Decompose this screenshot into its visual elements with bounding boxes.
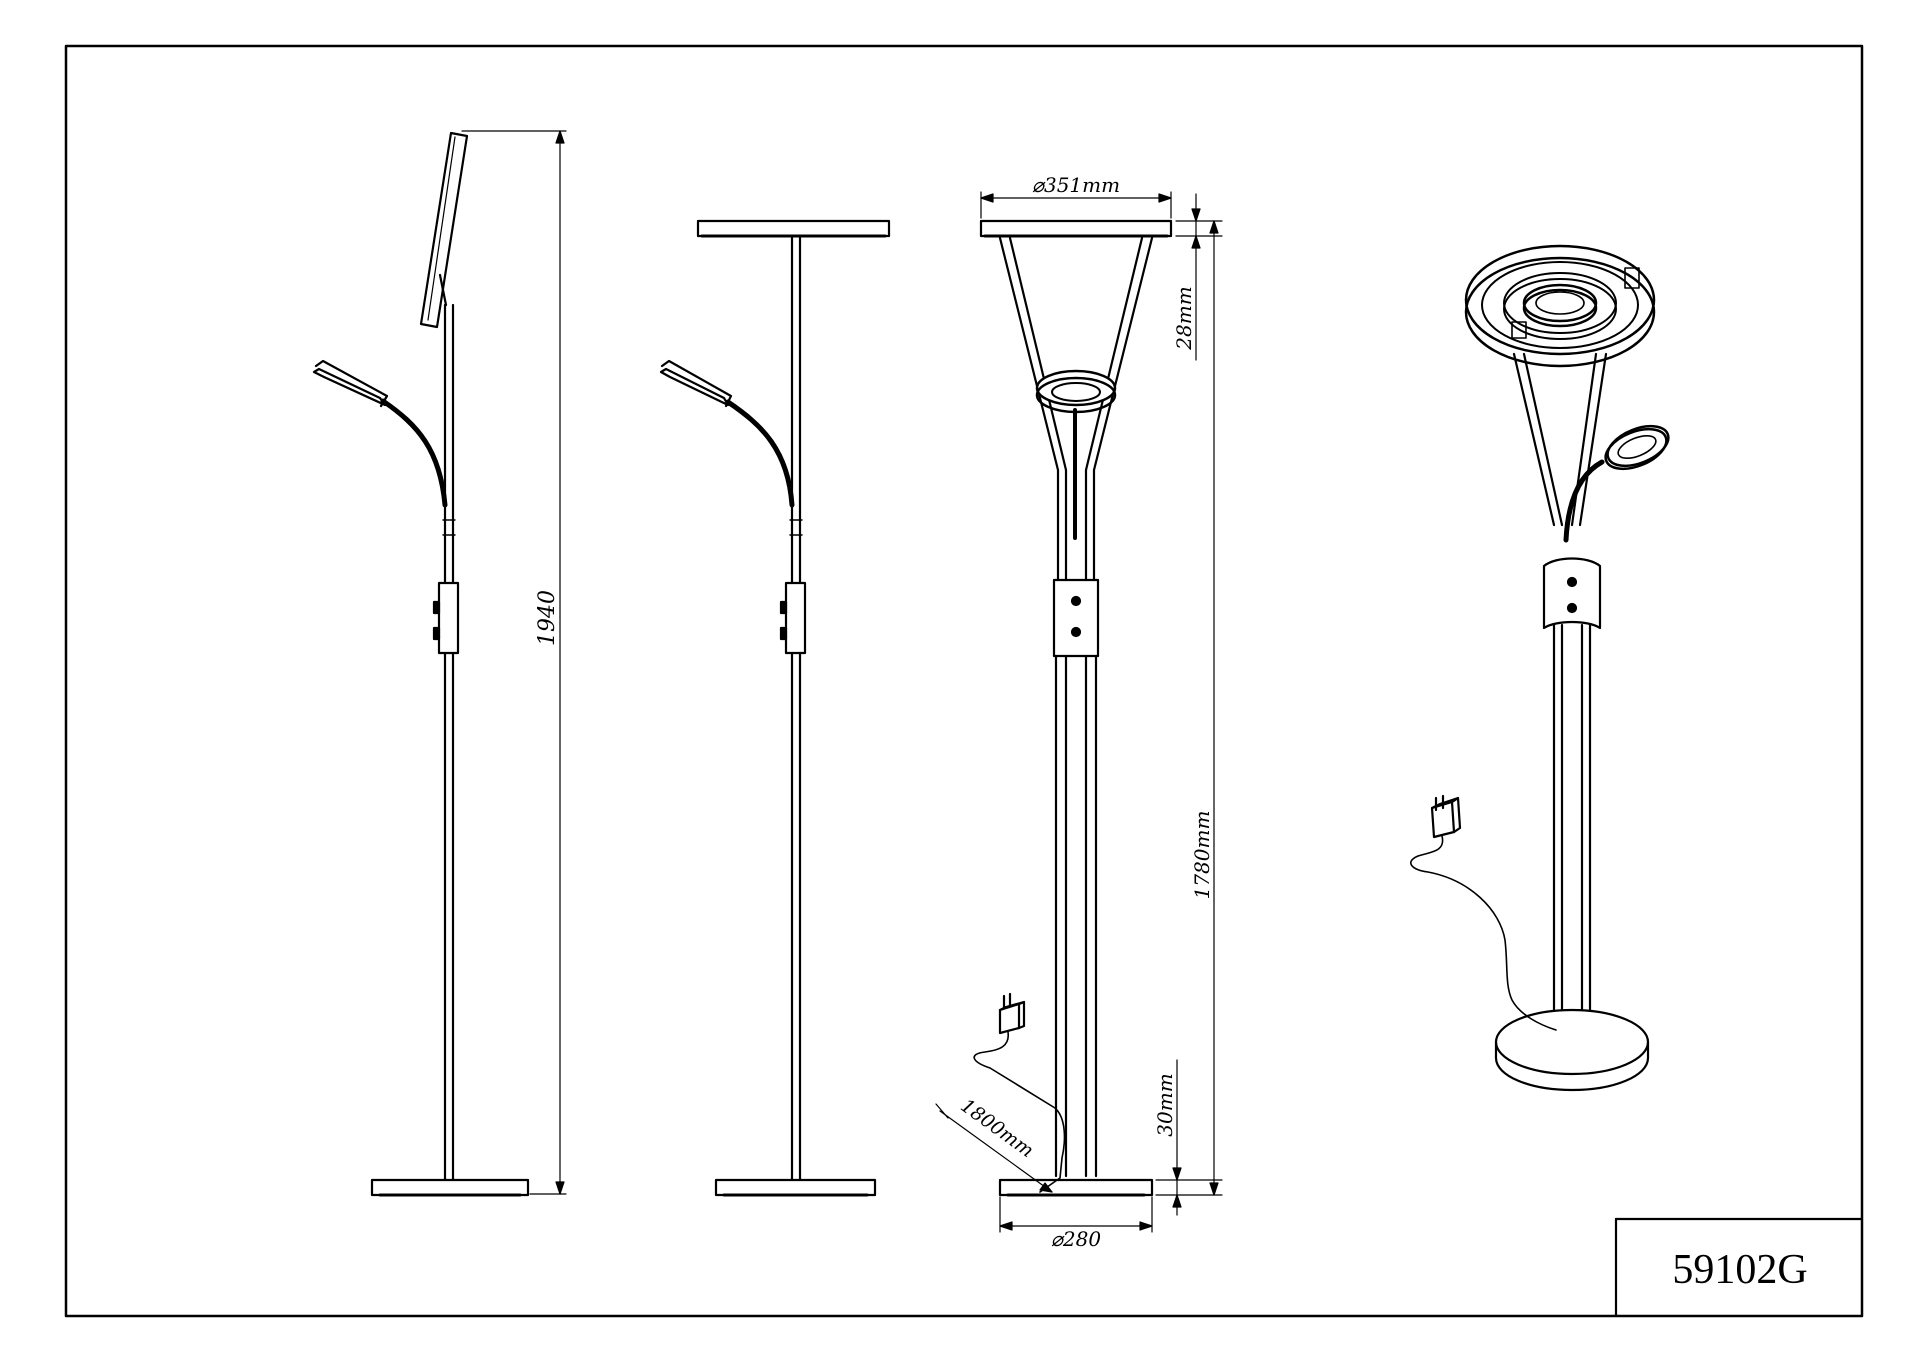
head-diameter-label: ⌀351mm (1032, 173, 1120, 197)
head-thickness-label: 28mm (1172, 286, 1196, 350)
drawing-frame (64, 44, 1864, 1318)
switch-housing (437, 581, 460, 655)
model-number-box: 59102G (1614, 1217, 1864, 1318)
perspective-base (1494, 1008, 1650, 1092)
lamp-perspective-view (1410, 244, 1670, 1092)
lamp-side-view (312, 131, 530, 1197)
lamp-base (714, 1178, 877, 1197)
height-label: 1940 (535, 590, 560, 646)
power-adapter (998, 992, 1026, 1035)
tilted-uplight-head (419, 131, 469, 329)
switch-housing (1052, 578, 1100, 658)
base-thickness-label: 30mm (1153, 1073, 1177, 1136)
uplight-head (696, 219, 891, 238)
dimension-lines (935, 191, 1223, 1233)
lamp-base (998, 1178, 1154, 1197)
perspective-power-cable (1410, 835, 1557, 1031)
perspective-power-adapter (1430, 794, 1462, 839)
power-cable (973, 1031, 1066, 1193)
base-diameter-label: ⌀280 (1051, 1227, 1101, 1251)
perspective-uplight-head (1464, 244, 1656, 368)
lamp-front-view (659, 219, 891, 1197)
height-dimension (461, 130, 567, 1195)
model-number: 59102G (1672, 1247, 1807, 1293)
stem-height-label: 1780mm (1190, 811, 1214, 900)
lamp-dimension-view (973, 219, 1173, 1197)
uplight-head (979, 219, 1173, 238)
reading-lamp-arm (659, 359, 795, 508)
reading-lamp-arm (312, 359, 448, 508)
lamp-base (370, 1178, 530, 1197)
switch-housing (784, 581, 807, 655)
switch-housing (1542, 557, 1602, 630)
perspective-reading-ring (1563, 424, 1670, 543)
reading-ring-light (1035, 369, 1117, 414)
